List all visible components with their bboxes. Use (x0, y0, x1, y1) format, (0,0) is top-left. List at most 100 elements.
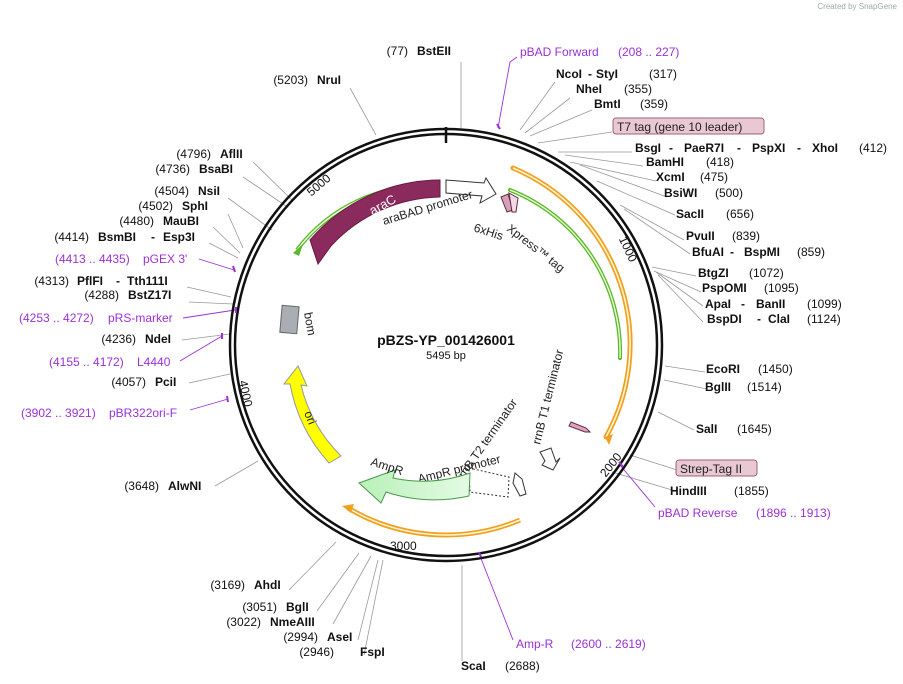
sep-bfuai: - (730, 245, 734, 259)
enzyme-pos-AseI: (2994) (283, 630, 318, 644)
sep-bsmbi: - (151, 230, 155, 244)
orange-arc-arrowhead (605, 434, 613, 445)
orange-feature-arc-bottom-core (347, 507, 521, 536)
enzyme-PvuII: PvuII (686, 229, 715, 243)
enzyme-pos-NdeI: (4236) (101, 332, 136, 346)
tick-label-1000: 1000 (616, 234, 640, 264)
enzyme-pos-XcmI: (475) (700, 170, 728, 184)
primer-pBAD_Reverse: pBAD Reverse (658, 506, 738, 520)
enzyme-BanII: BanII (756, 297, 785, 311)
strep-tag-feature[interactable] (568, 421, 592, 433)
araC-feature[interactable] (309, 179, 441, 266)
enzyme-SalI: SalI (696, 422, 717, 436)
enzyme-NmeAIII: NmeAIII (270, 615, 315, 629)
primer-range-pBAD_Forward: (208 .. 227) (618, 45, 679, 59)
enzyme-BsaBI: BsaBI (199, 162, 233, 176)
enzyme-pos-BsaBI: (4736) (155, 162, 190, 176)
enzyme-AlwNI: AlwNI (168, 479, 201, 493)
AmpR-feature[interactable] (358, 469, 471, 504)
primer-pBAD_Forward: pBAD Forward (520, 45, 599, 59)
enzyme-pos-BamHI: (418) (706, 155, 734, 169)
enzyme-BamHI: BamHI (646, 155, 684, 169)
enzyme-AhdI: AhdI (254, 578, 281, 592)
sep-paer7i: - (737, 141, 741, 155)
green-feature-arc-right (508, 188, 623, 360)
enzyme-pos-NcoI: (317) (649, 67, 677, 81)
enzyme-HindIII: HindIII (670, 484, 707, 498)
enzyme-BsgI: BsgI (635, 141, 661, 155)
sep-pflfi: - (116, 274, 120, 288)
enzyme-pos-PciI: (4057) (111, 375, 146, 389)
tick-label-5000: 5000 (304, 171, 334, 199)
enzyme-Tth111I: Tth111I (127, 274, 168, 288)
bom-label: bom (301, 311, 319, 336)
primer-range-pRS_marker: (4253 .. 4272) (19, 311, 94, 325)
enzyme-NdeI: NdeI (145, 332, 171, 346)
enzyme-pos-HindIII: (1855) (734, 484, 769, 498)
enzyme-pos-PflFI: (4313) (34, 274, 69, 288)
enzyme-EcoRI: EcoRI (706, 362, 740, 376)
ori-feature[interactable] (282, 365, 342, 464)
plasmid-size: 5495 bp (426, 350, 466, 362)
enzyme-MauBI: MauBI (163, 214, 199, 228)
primer-site-marks (221, 123, 624, 558)
enzyme-XcmI: XcmI (656, 170, 685, 184)
enzyme-pos-AhdI: (3169) (210, 578, 245, 592)
enzyme-ApaI: ApaI (705, 297, 731, 311)
enzyme-pos-SalI: (1645) (737, 422, 772, 436)
enzyme-ClaI: ClaI (768, 312, 790, 326)
enzyme-FspI: FspI (360, 645, 385, 659)
strep-tag-callout[interactable] (675, 459, 758, 477)
enzyme-pos-BtgZI: (1072) (749, 266, 784, 280)
enzyme-PciI: PciI (155, 375, 176, 389)
primer-L4440: L4440 (137, 355, 171, 369)
enzyme-pos-BsmBI: (4414) (54, 230, 89, 244)
rrnB-T2-terminator-feature[interactable] (512, 472, 527, 497)
t7-tag-label: T7 tag (gene 10 leader) (617, 120, 742, 134)
primer-range-pGEX_3: (4413 .. 4435) (55, 252, 130, 266)
sep-bsgi: - (669, 141, 673, 155)
enzyme-pos-AlwNI: (3648) (124, 479, 159, 493)
enzyme-pos-MauBI: (4480) (119, 214, 154, 228)
plasmid-name: pBZS-YP_001426001 (377, 332, 515, 348)
enzyme-BglI: BglI (286, 600, 309, 614)
enzyme-BfuAI: BfuAI (692, 245, 724, 259)
enzyme-pos-BsiWI: (500) (715, 186, 743, 200)
enzyme-AflII: AflII (220, 147, 243, 161)
ori-label: ori (301, 409, 319, 427)
enzyme-pos-PvuII: (839) (732, 229, 760, 243)
enzyme-XhoI: XhoI (812, 141, 838, 155)
araBAD-promoter-feature[interactable] (445, 176, 497, 205)
enzyme-BstZ17I: BstZ17I (128, 288, 171, 302)
primer-range-pBAD_Reverse: (1896 .. 1913) (756, 506, 831, 520)
enzyme-NcoI: NcoI (556, 67, 582, 81)
enzyme-ScaI: ScaI (461, 659, 486, 673)
enzyme-pos-ScaI: (2688) (505, 659, 540, 673)
xpress-tag-label: Xpress™ tag (504, 221, 567, 275)
enzyme-pos-BspMI: (859) (797, 245, 825, 259)
enzyme-AseI: AseI (327, 630, 352, 644)
enzyme-pos-AflII: (4796) (176, 147, 211, 161)
t7-tag-callout[interactable] (612, 117, 765, 135)
primer-pGEX_3: pGEX 3' (143, 252, 187, 266)
enzyme-pos-BmtI: (359) (640, 97, 668, 111)
enzyme-pos-SacII: (656) (726, 207, 754, 221)
enzyme-pos-BstEII: (77) (387, 44, 408, 58)
enzyme-PspXI: PspXI (752, 141, 785, 155)
enzyme-StyI: StyI (596, 67, 618, 81)
xpress-tag-feature[interactable] (508, 192, 519, 213)
enzyme-pos-EcoRI: (1450) (758, 362, 793, 376)
enzyme-BmtI: BmtI (594, 97, 621, 111)
enzyme-PspOMI: PspOMI (702, 281, 747, 295)
green-arc-arrowhead (293, 244, 303, 256)
rrnB-T1-terminator-feature[interactable] (539, 447, 561, 471)
orange-arc-bottom-arrowhead (342, 504, 354, 513)
enzyme-PaeR7I: PaeR7I (684, 141, 724, 155)
bom-feature[interactable] (279, 304, 300, 335)
AmpR-promoter-feature[interactable] (468, 467, 510, 498)
enzyme-BspDI: BspDI (707, 312, 742, 326)
enzyme-BsmBI: BsmBI (98, 230, 136, 244)
sep-pspxi: - (797, 141, 801, 155)
enzyme-pos-BstZ17I: (4288) (84, 288, 119, 302)
